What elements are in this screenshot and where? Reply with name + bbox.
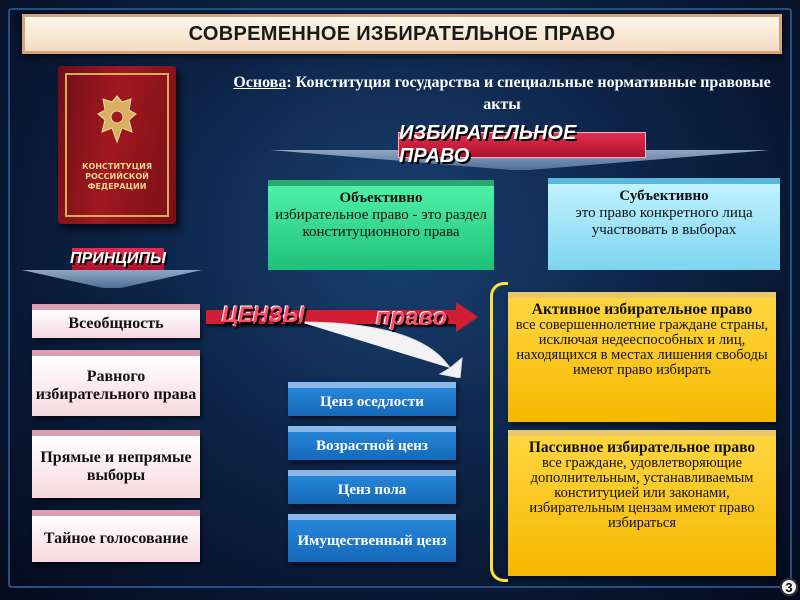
active-text: все совершеннолетние граждане страны, ис… [515,317,769,378]
book-line-1: КОНСТИТУЦИЯ [82,162,152,171]
subjective-text: это право конкретного лица участвовать в… [575,205,753,238]
cens-label: ЦЕНЗЫ [222,302,305,327]
cens-gender: Ценз пола [288,470,456,504]
book-line-3: ФЕДЕРАЦИИ [87,182,147,191]
active-right-box: Активное избирательное право все соверше… [508,292,776,422]
passive-right-box: Пассивное избирательное право все гражда… [508,430,776,576]
objective-title: Объективно [339,190,423,206]
coat-of-arms-icon [97,95,137,144]
pravo-label: право [376,304,448,331]
yellow-bracket [490,282,508,582]
subjective-box: Субъективно это право конкретного лица у… [548,178,780,270]
objective-box: Объективно избирательное право - это раз… [268,180,494,270]
arrow-head [456,302,478,332]
basis-body: : Конституция государства и специальные … [286,74,771,113]
book-line-2: РОССИЙСКОЙ [85,172,149,181]
arrow-bar [206,310,458,324]
principles-header: ПРИНЦИПЫ [70,248,166,270]
basis-label: Основа [233,74,287,91]
basis-text: Основа: Конституция государства и специа… [232,72,772,116]
passive-title: Пассивное избирательное право [528,439,756,456]
constitution-book-image: КОНСТИТУЦИЯ РОССИЙСКОЙ ФЕДЕРАЦИИ [58,66,176,224]
cens-residence: Ценз оседлости [288,382,456,416]
slide-title: СОВРЕМЕННОЕ ИЗБИРАТЕЛЬНОЕ ПРАВО [22,14,782,54]
slide-frame [8,8,792,588]
book-border [65,73,169,217]
principle-universality: Всеобщность [32,304,200,338]
curved-arrow-icon [300,321,463,378]
page-number: 3 [780,578,798,596]
book-text: КОНСТИТУЦИЯ РОССИЙСКОЙ ФЕДЕРАЦИИ [58,162,176,192]
principle-equal-suffrage: Равного избирательного права [32,350,200,416]
cens-age: Возрастной ценз [288,426,456,460]
passive-text: все граждане, удовлетворяющие дополнител… [529,455,755,531]
electoral-law-header: ИЗБИРАТЕЛЬНОЕ ПРАВО [398,122,646,167]
cens-property: Имущественный ценз [288,514,456,562]
active-title: Активное избирательное право [531,301,753,318]
subjective-title: Субъективно [619,188,709,204]
principle-direct-indirect: Прямые и непрямые выборы [32,430,200,498]
principle-secret-ballot: Тайное голосование [32,510,200,562]
objective-text: избирательное право - это раздел констит… [275,207,487,240]
